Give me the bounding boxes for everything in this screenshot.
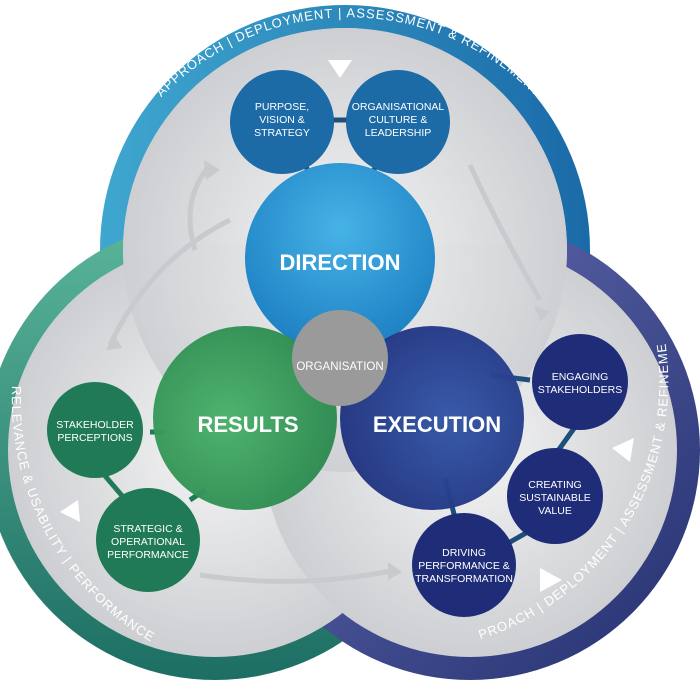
creating-sustainable-value-text: CREATING SUSTAINABLE VALUE — [519, 479, 591, 517]
organisational-culture-circle — [346, 70, 450, 174]
creating-sustainable-value-circle — [507, 448, 603, 544]
svg-text:STAKEHOLDER: STAKEHOLDER — [56, 419, 134, 431]
purpose-vision-strategy-circle — [230, 70, 334, 174]
strategic-operational-performance-circle — [96, 488, 200, 592]
svg-text:DRIVING: DRIVING — [442, 547, 486, 559]
organisation-label: ORGANISATION — [296, 361, 383, 373]
results-label: RESULTS — [197, 412, 298, 437]
ring-marker-left — [60, 500, 80, 522]
svg-text:LEADERSHIP: LEADERSHIP — [365, 127, 432, 139]
svg-text:PERFORMANCE &: PERFORMANCE & — [418, 560, 510, 572]
svg-text:TRANSFORMATION: TRANSFORMATION — [415, 573, 513, 585]
svg-text:CULTURE &: CULTURE & — [369, 114, 428, 126]
driving-performance-text: DRIVING PERFORMANCE & TRANSFORMATION — [415, 547, 513, 585]
svg-text:PURPOSE,: PURPOSE, — [255, 101, 309, 113]
engaging-stakeholders-circle — [532, 334, 628, 430]
organisation-circle — [292, 310, 388, 406]
ring-marker-top — [328, 60, 352, 78]
svg-text:STRATEGIC &: STRATEGIC & — [113, 523, 182, 535]
svg-text:PERCEPTIONS: PERCEPTIONS — [57, 432, 132, 444]
stakeholder-perceptions-text: STAKEHOLDER PERCEPTIONS — [56, 419, 134, 444]
execution-circle — [340, 326, 524, 510]
results-circle — [153, 326, 337, 510]
engaging-stakeholders-text: ENGAGING STAKEHOLDERS — [538, 371, 622, 396]
svg-text:VISION &: VISION & — [259, 114, 305, 126]
svg-text:VALUE: VALUE — [538, 505, 572, 517]
svg-text:ORGANISATIONAL: ORGANISATIONAL — [352, 101, 445, 113]
svg-text:STRATEGY: STRATEGY — [254, 127, 310, 139]
organisational-culture-text: ORGANISATIONAL CULTURE & LEADERSHIP — [352, 101, 445, 139]
driving-performance-circle — [412, 513, 516, 617]
execution-label: EXECUTION — [373, 412, 501, 437]
cycle-arrows — [107, 163, 543, 584]
svg-text:PERFORMANCE: PERFORMANCE — [107, 549, 189, 561]
direction-label: DIRECTION — [280, 250, 401, 275]
svg-text:SUSTAINABLE: SUSTAINABLE — [519, 492, 591, 504]
purpose-vision-strategy-text: PURPOSE, VISION & STRATEGY — [254, 101, 310, 139]
svg-text:STAKEHOLDERS: STAKEHOLDERS — [538, 384, 622, 396]
strategic-operational-performance-text: STRATEGIC & OPERATIONAL PERFORMANCE — [107, 523, 189, 561]
ring-marker-bottom-right — [540, 568, 562, 592]
stakeholder-perceptions-circle — [47, 382, 143, 478]
svg-text:OPERATIONAL: OPERATIONAL — [111, 536, 185, 548]
svg-text:CREATING: CREATING — [528, 479, 581, 491]
direction-circle — [245, 163, 435, 353]
svg-text:ENGAGING: ENGAGING — [552, 371, 609, 383]
ring-marker-right — [612, 438, 634, 462]
